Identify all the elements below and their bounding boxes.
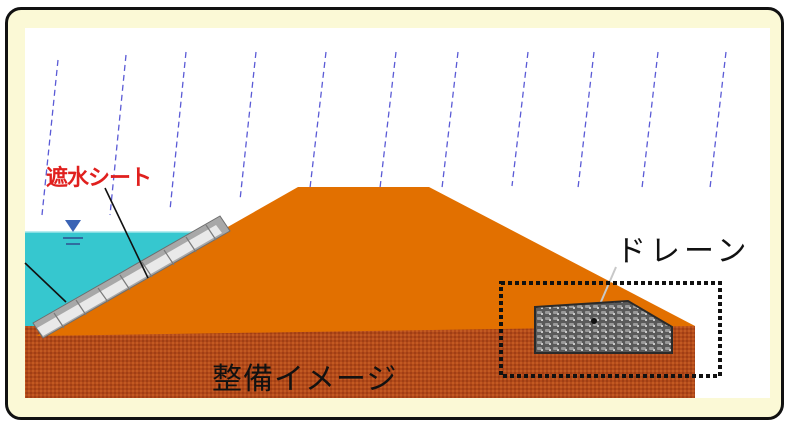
waterproof-sheet [32,215,231,339]
water-level-icon [63,220,83,245]
diagram-caption: 整備イメージ [212,362,398,397]
drain-label: ドレーン [616,234,751,269]
drain-pipe [591,318,597,324]
water-leader-line [24,262,67,303]
waterproof-sheet-label: 遮水シート [46,166,152,191]
rain-lines [41,51,727,216]
embankment [36,187,695,336]
sheet-leader-line [104,187,149,279]
drain-highlight-box [499,281,722,378]
diagram-frame: 遮水シート ドレーン 整備イメージ [5,7,784,420]
embankment-diagram [24,28,770,398]
drain-gravel [534,299,673,354]
